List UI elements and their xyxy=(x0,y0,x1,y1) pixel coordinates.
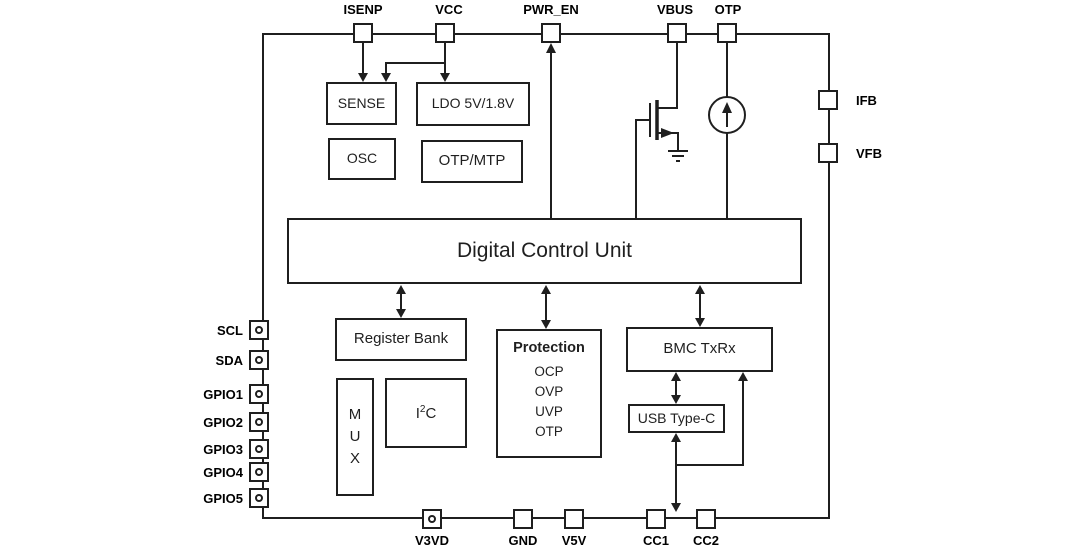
pin-circle-icon xyxy=(255,390,263,398)
pin-gpio1 xyxy=(249,384,269,404)
block-mux: M U X xyxy=(336,378,374,496)
pin-pwr-en xyxy=(541,23,561,43)
pin-circle-icon xyxy=(255,468,263,476)
pin-circle-icon xyxy=(255,418,263,426)
i2c-label: I2C xyxy=(415,403,437,422)
pin-ifb xyxy=(818,90,838,110)
pin-circle-icon xyxy=(255,326,263,334)
pin-circle-icon xyxy=(255,445,263,453)
block-protection: Protection OCP OVP UVP OTP xyxy=(496,329,602,458)
pin-circle-icon xyxy=(428,515,436,523)
block-i2c: I2C xyxy=(385,378,467,448)
pin-scl xyxy=(249,320,269,340)
block-digital-control-unit: Digital Control Unit xyxy=(287,218,802,284)
pin-gpio3 xyxy=(249,439,269,459)
pin-vcc xyxy=(435,23,455,43)
pin-label-vfb: VFB xyxy=(856,146,882,161)
protection-title: Protection xyxy=(513,340,585,356)
wire-cc-bmc-branch xyxy=(676,380,744,466)
pin-isenp xyxy=(353,23,373,43)
pin-label-v3vd: V3VD xyxy=(415,533,449,548)
pin-label-gpio5: GPIO5 xyxy=(203,491,243,506)
block-usb-type-c: USB Type-C xyxy=(628,404,725,433)
pin-label-vcc: VCC xyxy=(435,2,463,17)
pin-cc1 xyxy=(646,509,666,529)
wire-vcc-sense-branch xyxy=(385,62,445,74)
pin-vbus xyxy=(667,23,687,43)
mux-letter: X xyxy=(349,450,360,467)
pin-vfb xyxy=(818,143,838,163)
pin-label-gpio2: GPIO2 xyxy=(203,415,243,430)
wire-mosfet-source xyxy=(657,132,679,150)
pin-sda xyxy=(249,350,269,370)
pin-label-gnd: GND xyxy=(508,533,538,548)
pin-label-cc2: CC2 xyxy=(692,533,719,548)
pin-gpio4 xyxy=(249,462,269,482)
pin-label-gpio4: GPIO4 xyxy=(203,465,243,480)
pin-v3vd xyxy=(422,509,442,529)
pin-label-v5v: V5V xyxy=(561,533,587,548)
block-sense: SENSE xyxy=(326,82,397,125)
pin-label-pwr-en: PWR_EN xyxy=(523,2,579,17)
pin-label-isenp: ISENP xyxy=(343,2,383,17)
block-bmc-txrx: BMC TxRx xyxy=(626,327,773,372)
pin-label-scl: SCL xyxy=(217,323,243,338)
pin-label-ifb: IFB xyxy=(856,93,877,108)
wire-vbus-mosfet xyxy=(657,43,678,109)
block-otp-mtp: OTP/MTP xyxy=(421,140,523,183)
protection-item: OCP xyxy=(534,363,564,379)
protection-item: OTP xyxy=(535,423,563,439)
pin-gpio5 xyxy=(249,488,269,508)
pin-v5v xyxy=(564,509,584,529)
pin-label-otp: OTP xyxy=(714,2,742,17)
pin-cc2 xyxy=(696,509,716,529)
arrowheads xyxy=(358,43,748,512)
block-register-bank: Register Bank xyxy=(335,318,467,361)
protection-item: UVP xyxy=(535,403,563,419)
pin-otp xyxy=(717,23,737,43)
protection-item: OVP xyxy=(534,383,564,399)
pin-label-cc1: CC1 xyxy=(642,533,669,548)
pin-label-vbus: VBUS xyxy=(656,2,694,17)
wire-mosfet-gate-dcu xyxy=(635,119,650,218)
mux-letter: M xyxy=(348,406,362,423)
pin-label-sda: SDA xyxy=(215,353,243,368)
pin-gnd xyxy=(513,509,533,529)
mux-letter: U xyxy=(349,428,361,445)
pin-label-gpio1: GPIO1 xyxy=(203,387,243,402)
block-osc: OSC xyxy=(328,138,396,180)
block-ldo: LDO 5V/1.8V xyxy=(416,82,530,126)
pin-label-gpio3: GPIO3 xyxy=(203,442,243,457)
pin-circle-icon xyxy=(255,356,263,364)
pin-circle-icon xyxy=(255,494,263,502)
pin-gpio2 xyxy=(249,412,269,432)
